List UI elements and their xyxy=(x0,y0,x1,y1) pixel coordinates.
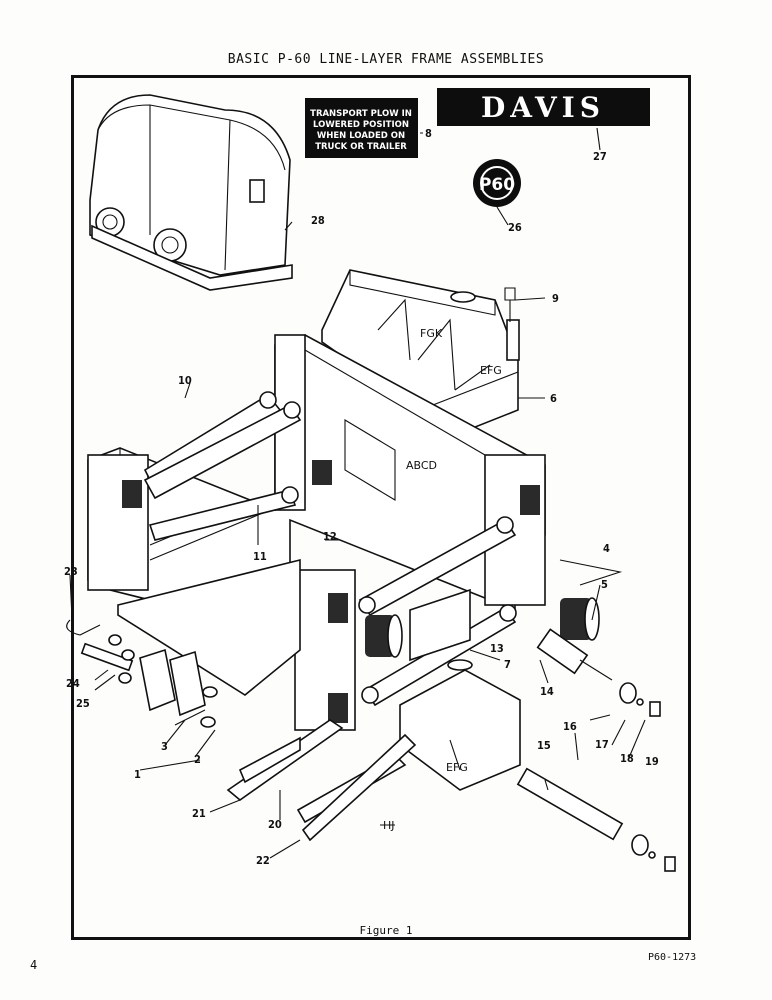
transport-decal: TRANSPORT PLOW IN LOWERED POSITION WHEN … xyxy=(305,98,418,158)
callout-15: 15 xyxy=(537,739,551,752)
pins-hardware xyxy=(516,628,676,872)
callout-23: 23 xyxy=(64,565,78,578)
davis-logo: DAVIS xyxy=(437,88,650,126)
callout-14: 14 xyxy=(540,685,554,698)
figure-frame xyxy=(71,75,691,940)
figure-caption: Figure 1 xyxy=(359,924,413,937)
callout-8: 8 xyxy=(425,127,432,140)
callout-1: 1 xyxy=(134,768,141,781)
page-number: 4 xyxy=(30,958,38,972)
page-title: BASIC P-60 LINE-LAYER FRAME ASSEMBLIES xyxy=(227,52,545,67)
callout-labels: 1 2 3 4 5 6 7 8 9 10 11 12 13 14 15 16 1… xyxy=(64,127,659,867)
callout-3: 3 xyxy=(161,740,168,753)
callout-20: 20 xyxy=(268,818,282,831)
callout-10: 10 xyxy=(178,374,192,387)
callout-5: 5 xyxy=(601,578,608,591)
callout-19: 19 xyxy=(645,755,659,768)
zone-label-abcd: ABCD xyxy=(406,459,437,472)
callout-26: 26 xyxy=(508,221,522,234)
callout-12: 12 xyxy=(323,530,337,543)
callout-17: 17 xyxy=(595,738,609,751)
callout-7: 7 xyxy=(504,658,511,671)
p60-badge: P60 xyxy=(473,159,521,207)
zone-labels: FGK EFG ABCD EFG HJ xyxy=(383,327,502,832)
callout-24: 24 xyxy=(66,677,80,690)
davis-logo-text: DAVIS xyxy=(481,91,605,124)
callout-22: 22 xyxy=(256,854,270,867)
gearbox-part xyxy=(89,94,293,291)
leader-lines xyxy=(69,127,646,859)
zone-label-hj: HJ xyxy=(383,819,395,832)
decal-line-2: LOWERED POSITION xyxy=(313,120,409,130)
callout-25: 25 xyxy=(76,697,90,710)
decal-line-1: TRANSPORT PLOW IN xyxy=(310,109,412,119)
p60-badge-text: P60 xyxy=(479,175,515,195)
callout-6: 6 xyxy=(550,392,557,405)
document-code: P60-1273 xyxy=(648,952,697,963)
callout-4: 4 xyxy=(603,542,610,555)
callout-27: 27 xyxy=(593,150,607,163)
lower-plate-part xyxy=(399,659,521,791)
callout-16: 16 xyxy=(563,720,577,733)
decal-line-3: WHEN LOADED ON xyxy=(317,131,405,141)
decal-line-4: TRUCK OR TRAILER xyxy=(315,142,407,152)
zone-label-fgk: FGK xyxy=(420,327,443,340)
callout-11: 11 xyxy=(253,550,267,563)
callout-18: 18 xyxy=(620,752,634,765)
callout-21: 21 xyxy=(192,807,206,820)
link-arms xyxy=(143,391,517,707)
callout-2: 2 xyxy=(194,753,201,766)
callout-9: 9 xyxy=(552,292,559,305)
wear-strips xyxy=(226,719,417,842)
zone-label-efg-upper: EFG xyxy=(480,364,502,377)
zone-label-efg-lower: EFG xyxy=(446,761,468,774)
left-brackets xyxy=(66,619,218,728)
callout-13: 13 xyxy=(490,642,504,655)
rollers xyxy=(365,597,600,658)
callout-28: 28 xyxy=(311,214,325,227)
